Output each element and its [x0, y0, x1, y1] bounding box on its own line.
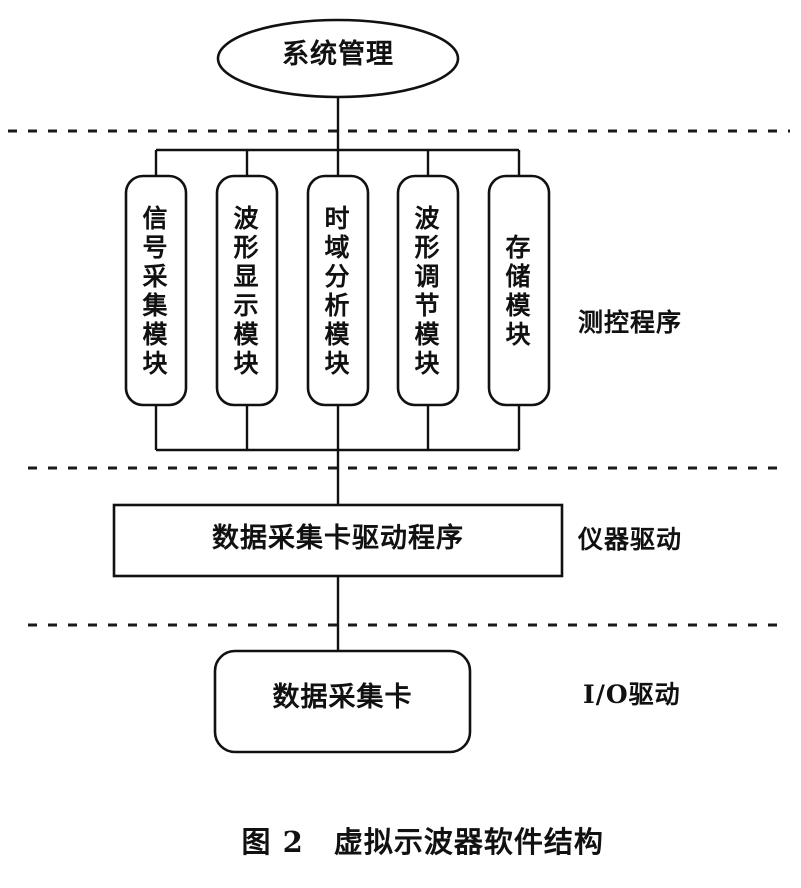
module-3-char-6: 块: [324, 348, 350, 378]
module-1-char-6: 块: [142, 348, 168, 378]
module-4-char-1: 波: [414, 203, 440, 233]
module-1-char-1: 信: [142, 203, 168, 233]
node-device-card-shape[interactable]: [213, 649, 472, 754]
module-label-1: 信 号 采 集 模 块: [126, 176, 184, 405]
figure-caption-title: 虚拟示波器软件结构: [333, 824, 604, 859]
module-2-char-1: 波: [233, 203, 259, 233]
module-2-char-4: 示: [233, 290, 259, 320]
node-system-management-label: 系统管理: [282, 39, 394, 70]
module-5-char-3: 模: [505, 290, 531, 320]
layer-label-io-driver: I/O驱动: [583, 680, 681, 709]
module-2-char-2: 形: [233, 232, 259, 262]
module-label-2: 波 形 显 示 模 块: [217, 176, 275, 405]
module-5-char-4: 块: [505, 319, 531, 349]
module-1-char-2: 号: [142, 232, 168, 262]
module-1-char-5: 模: [142, 319, 168, 349]
module-2-char-3: 显: [233, 261, 259, 291]
module-5-char-2: 储: [505, 261, 531, 291]
node-driver-bar-shape[interactable]: [112, 503, 564, 578]
module-4-char-6: 块: [414, 348, 440, 378]
figure-caption: 图 2 虚拟示波器软件结构: [0, 798, 801, 887]
module-3-char-4: 析: [324, 290, 350, 320]
layer-label-measurement-control-program: 测控程序: [578, 308, 683, 337]
module-2-char-5: 模: [233, 319, 259, 349]
module-label-4: 波 形 调 节 模 块: [398, 176, 456, 405]
node-driver-bar-label: 数据采集卡驱动程序: [212, 523, 464, 554]
module-4-char-2: 形: [414, 232, 440, 262]
module-4-char-5: 模: [414, 319, 440, 349]
node-device-card-label: 数据采集卡: [272, 682, 413, 713]
module-5-char-1: 存: [505, 232, 531, 262]
module-1-char-4: 集: [142, 290, 168, 320]
module-2-char-6: 块: [233, 348, 259, 378]
module-label-5: 存 储 模 块: [489, 176, 547, 405]
module-3-char-5: 模: [324, 319, 350, 349]
module-4-char-3: 调: [414, 261, 440, 291]
figure-diagram: 系统管理 信 号 采 集 模 块 波 形 显 示 模 块 时 域 分 析 模 块…: [8, 18, 790, 856]
module-3-char-2: 域: [324, 232, 350, 262]
figure-caption-number: 图 2: [241, 824, 304, 859]
module-label-3: 时 域 分 析 模 块: [308, 176, 366, 405]
module-1-char-3: 采: [142, 261, 168, 291]
module-3-char-1: 时: [324, 203, 350, 233]
diagram-canvas: [8, 18, 790, 754]
module-3-char-3: 分: [324, 261, 350, 291]
layer-label-instrument-driver: 仪器驱动: [578, 525, 683, 554]
module-4-char-4: 节: [414, 290, 440, 320]
figure-caption-gap: [304, 825, 334, 859]
